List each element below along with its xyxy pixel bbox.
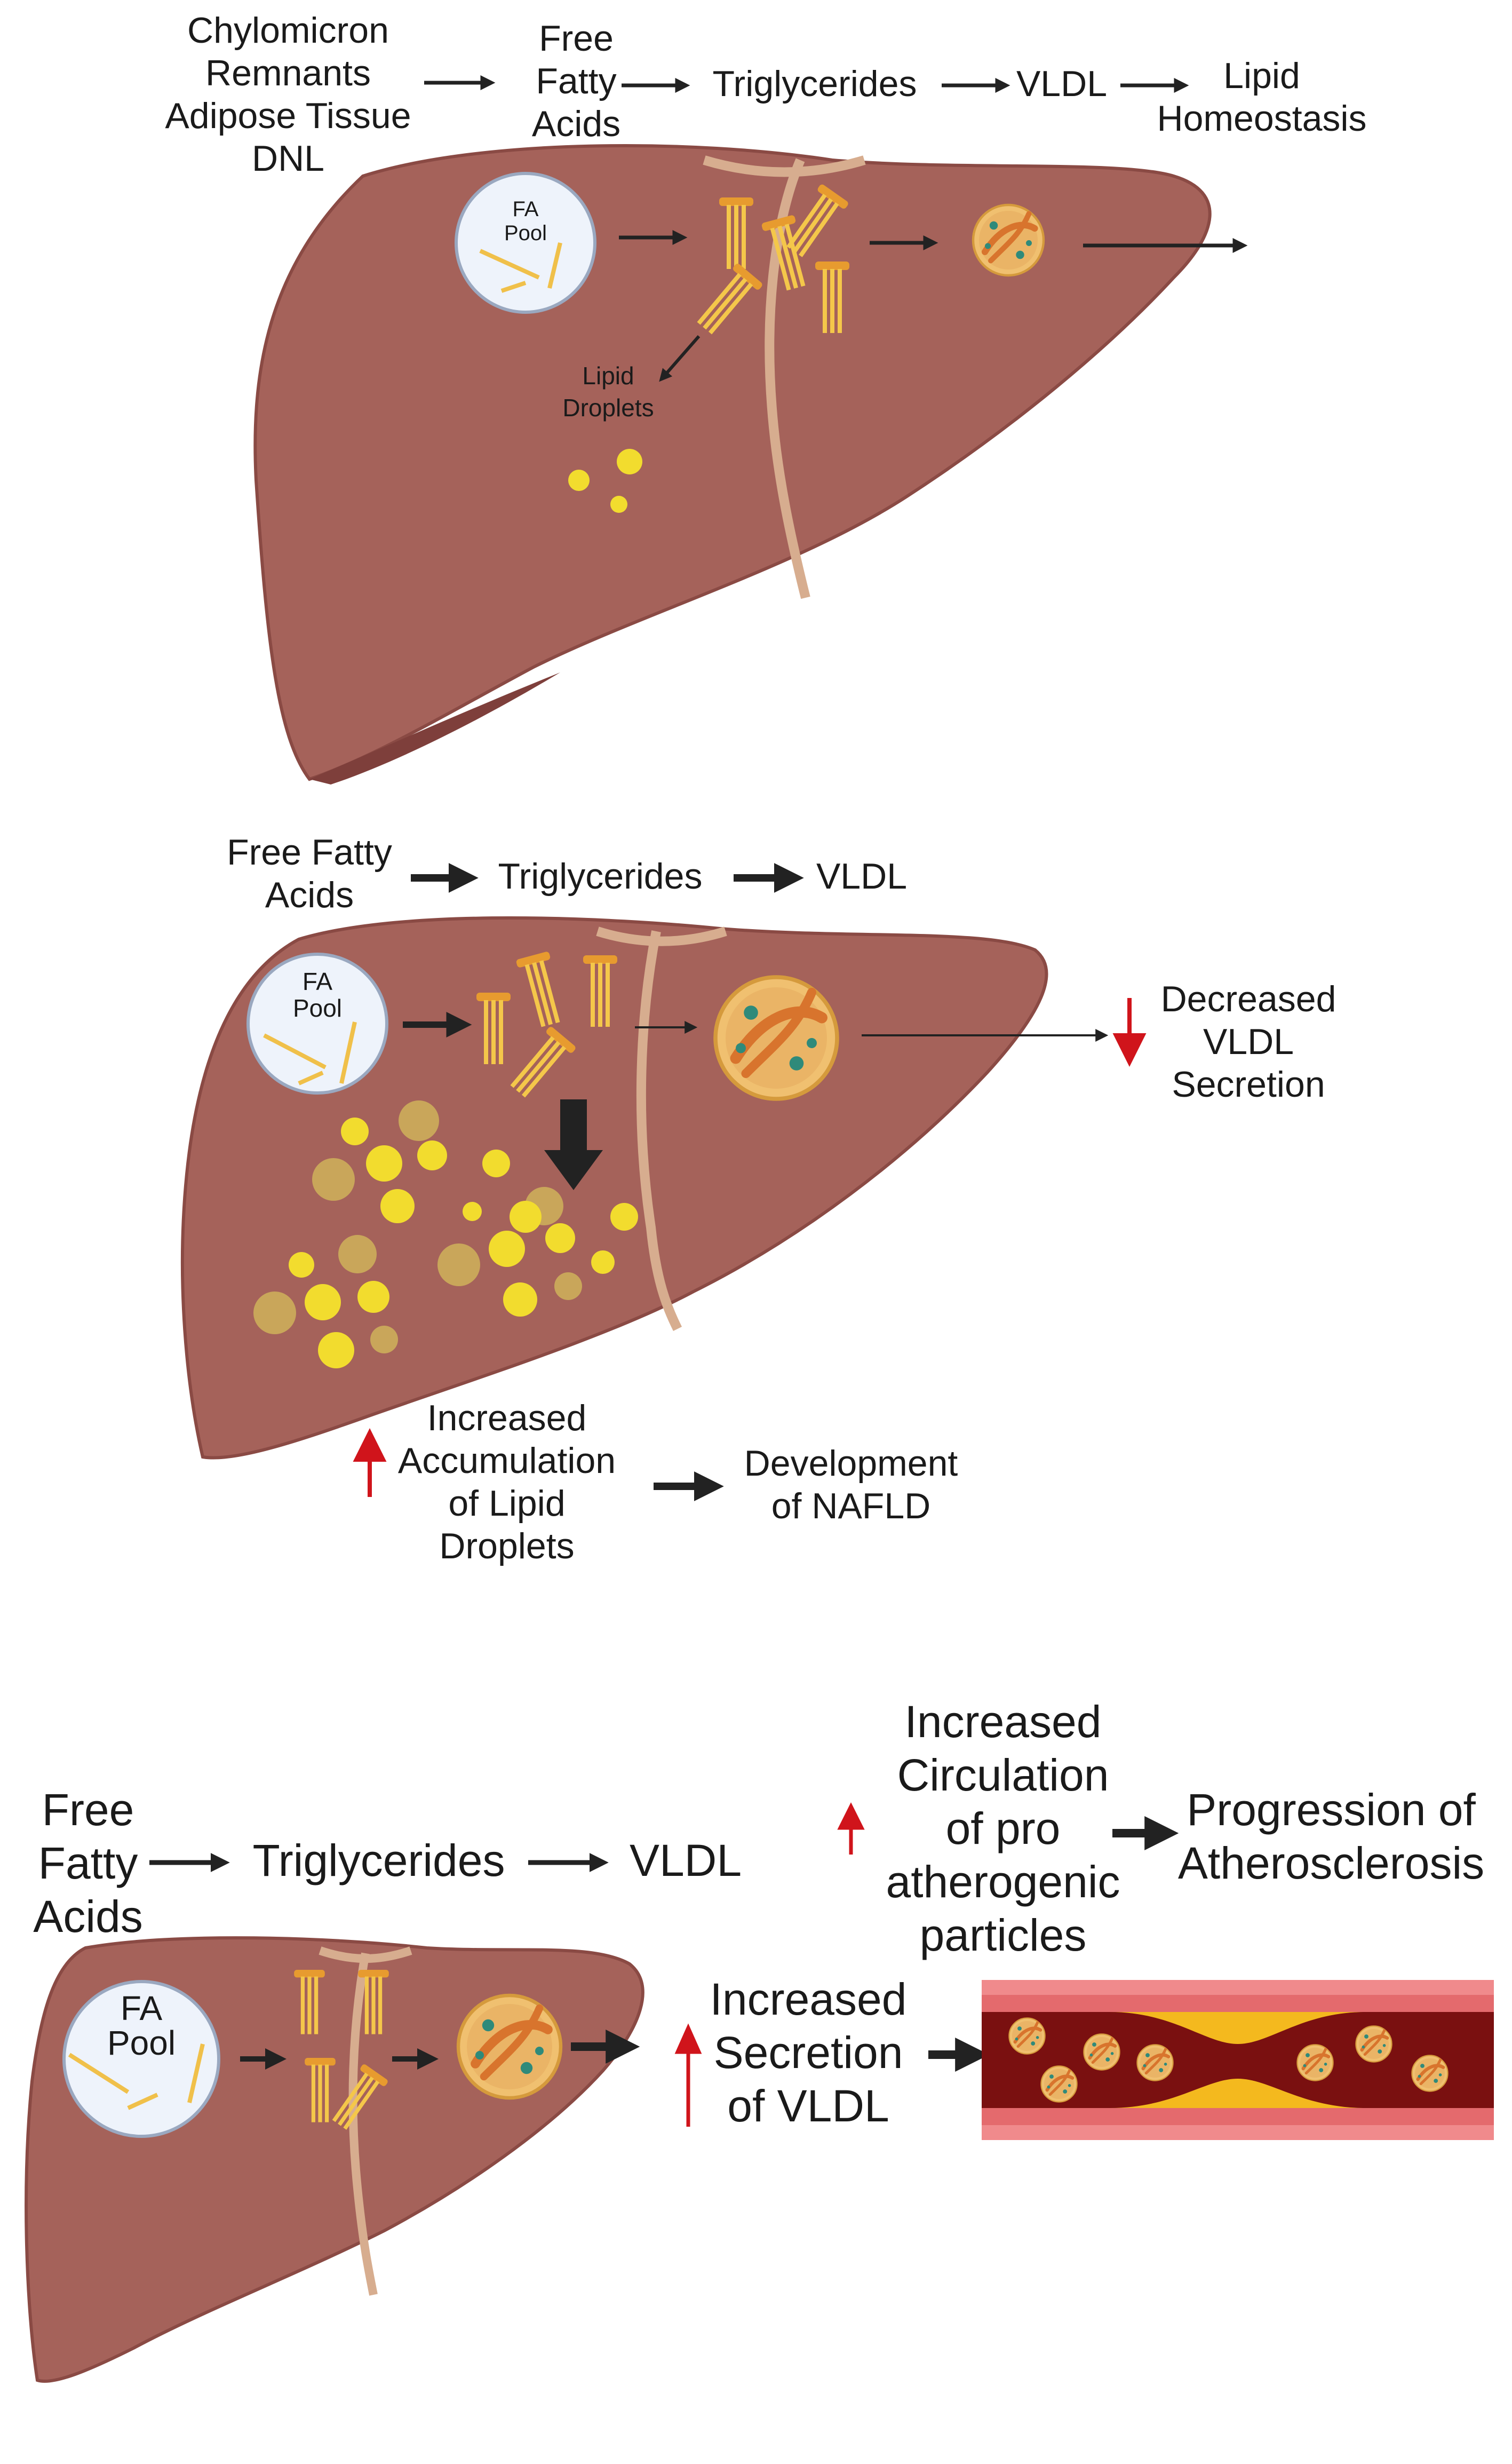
p1-outcome-2: Homeostasis	[1157, 98, 1366, 139]
p2-secretion-1: Decreased	[1161, 979, 1336, 1019]
pool-label-2b: Pool	[293, 994, 342, 1022]
p1-input-1: Chylomicron	[187, 10, 389, 51]
p2-ffa-1: Free Fatty	[227, 832, 392, 873]
p2-accum-4: Droplets	[439, 1526, 574, 1566]
fa-pool-3	[62, 1980, 220, 2138]
p2-nafld-1: Development	[744, 1443, 958, 1484]
p3-circ-4: atherogenic	[886, 1857, 1120, 1907]
p3-ffa-2: Fatty	[38, 1838, 138, 1888]
lipid-droplet	[610, 496, 627, 513]
pool-label-1b: Pool	[504, 221, 547, 245]
p3-secretion-1: Increased	[710, 1974, 907, 2024]
p3-ffa-3: Acids	[33, 1891, 142, 1942]
p2-accum-2: Accumulation	[398, 1440, 616, 1481]
p3-circ-1: Increased	[905, 1697, 1102, 1747]
fa-pool-2	[246, 953, 388, 1095]
pool-label-3a: FA	[121, 1989, 163, 2027]
p2-vldl: VLDL	[816, 856, 907, 897]
p2-red-up-arrow	[353, 1428, 387, 1497]
panel-1: FA Pool Chylomicron Remnants Adipose Tis…	[165, 10, 1367, 785]
p2-accum-1: Increased	[427, 1398, 587, 1438]
p2-secretion-3: Secretion	[1172, 1064, 1325, 1105]
p1-ffa-2: Fatty	[536, 61, 616, 101]
p1-input-2: Remnants	[205, 53, 371, 93]
p2-secretion-2: VLDL	[1203, 1021, 1294, 1062]
fa-pool-1	[455, 172, 596, 314]
p1-input-3: Adipose Tissue	[165, 96, 411, 136]
p1-outcome-1: Lipid	[1223, 56, 1300, 96]
lipid-droplets-2	[253, 1100, 638, 1368]
p1-droplets-2: Droplets	[562, 394, 654, 422]
p2-nafld-2: of NAFLD	[771, 1486, 931, 1526]
p3-circ-3: of pro	[946, 1803, 1061, 1853]
p3-circ-2: Circulation	[897, 1750, 1109, 1800]
panel-2: FA Pool	[180, 832, 1336, 1566]
p1-input-4: DNL	[252, 138, 324, 179]
p3-vldl: VLDL	[630, 1835, 742, 1885]
pool-label-2a: FA	[303, 968, 333, 995]
p2-red-down-arrow	[1112, 998, 1147, 1067]
p3-progression-1: Progression of	[1187, 1785, 1476, 1835]
lipid-droplet	[617, 449, 642, 474]
panel-3: FA Pool Free Fatty Acids Triglycerides V…	[25, 1697, 1494, 2383]
p3-ffa-1: Free	[42, 1785, 134, 1835]
p3-red-up-arrow-2	[674, 2023, 702, 2127]
p1-triglycerides: Triglycerides	[713, 64, 917, 104]
p3-secretion-2: Secretion	[714, 2027, 903, 2078]
ligament-3	[348, 1952, 378, 2296]
pool-label-1a: FA	[513, 197, 539, 221]
liver-1	[253, 144, 1212, 781]
ligament-2	[636, 930, 682, 1332]
p3-circ-5: particles	[920, 1910, 1087, 1960]
p1-vldl: VLDL	[1016, 64, 1107, 104]
p1-ffa-3: Acids	[532, 104, 620, 144]
p2-down-block-arrow	[544, 1099, 603, 1190]
p1-droplets-1: Lipid	[582, 362, 634, 390]
p1-ffa-1: Free	[539, 18, 614, 59]
p2-ffa-2: Acids	[265, 875, 354, 915]
p3-secretion-3: of VLDL	[727, 2081, 889, 2131]
plaque-top	[1110, 2012, 1366, 2044]
p2-triglycerides: Triglycerides	[498, 856, 703, 897]
plaque-bottom	[1110, 2079, 1366, 2108]
blood-vessel	[982, 1980, 1494, 2140]
p2-accum-3: of Lipid	[448, 1483, 565, 1524]
p3-progression-2: Atherosclerosis	[1178, 1838, 1484, 1888]
p3-triglycerides: Triglycerides	[253, 1835, 505, 1885]
pool-label-3b: Pool	[107, 2024, 176, 2062]
p3-red-up-arrow-1	[837, 1802, 865, 1855]
lipid-droplet	[568, 470, 590, 491]
